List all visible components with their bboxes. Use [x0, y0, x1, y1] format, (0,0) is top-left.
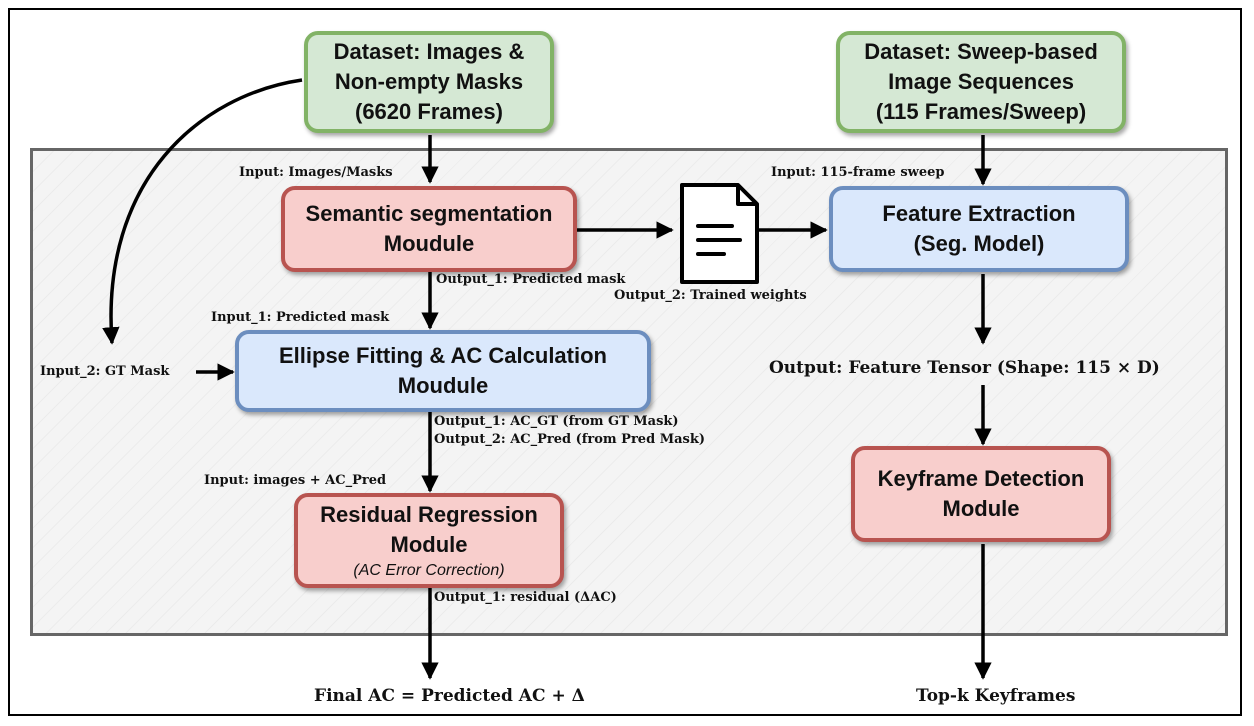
label-residual-input: Input: images + AC_Pred — [204, 473, 387, 488]
label-seg-output-1: Output_1: Predicted mask — [436, 272, 626, 287]
box-subtitle: (AC Error Correction) — [353, 561, 505, 579]
label-seg-output-2: Output_2: Trained weights — [614, 288, 807, 303]
box-line: Semantic segmentation — [305, 201, 553, 226]
label-ellipse-output-2: Output_2: AC_Pred (from Pred Mask) — [434, 432, 705, 447]
box-line: (Seg. Model) — [913, 231, 1045, 256]
box-line: Non-empty Masks — [334, 69, 524, 94]
label-final-ac: Final AC = Predicted AC + Δ — [314, 686, 585, 706]
label-ellipse-input-1: Input_1: Predicted mask — [211, 310, 390, 325]
box-line: Moudule — [397, 373, 489, 398]
label-top-k: Top-k Keyframes — [916, 686, 1076, 706]
box-line: Residual Regression — [320, 501, 538, 527]
box-line: Moudule — [383, 231, 475, 256]
ellipse-module-box: Ellipse Fitting & AC Calculation Moudule — [235, 330, 651, 412]
box-line: Dataset: Images & — [333, 39, 525, 64]
label-residual-output: Output_1: residual (ΔAC) — [434, 590, 617, 605]
box-line: Module — [942, 496, 1020, 521]
label-ellipse-input-2: Input_2: GT Mask — [40, 364, 170, 379]
label-input-sweep: Input: 115-frame sweep — [771, 165, 945, 180]
label-input-images-masks: Input: Images/Masks — [239, 165, 393, 180]
feature-extraction-box: Feature Extraction (Seg. Model) — [829, 186, 1129, 272]
residual-module-box: Residual Regression Module (AC Error Cor… — [294, 493, 564, 588]
box-line: Dataset: Sweep-based — [864, 39, 1098, 64]
box-line: (115 Frames/Sweep) — [875, 99, 1087, 124]
box-line: Module — [390, 531, 468, 557]
dataset-sweep-box: Dataset: Sweep-based Image Sequences (11… — [836, 31, 1126, 133]
segmentation-module-box: Semantic segmentation Moudule — [281, 186, 577, 272]
keyframe-module-box: Keyframe Detection Module — [851, 446, 1111, 542]
box-line: Image Sequences — [888, 69, 1074, 94]
document-icon — [680, 183, 759, 284]
arrow-dataset-to-ellipse-curve — [102, 78, 303, 345]
box-line: Feature Extraction — [882, 201, 1076, 226]
label-feature-output: Output: Feature Tensor (Shape: 115 × D) — [769, 358, 1160, 378]
box-line: Ellipse Fitting & AC Calculation — [279, 343, 607, 368]
box-line: Keyframe Detection — [877, 466, 1085, 491]
dataset-images-box: Dataset: Images & Non-empty Masks (6620 … — [304, 31, 554, 133]
box-line: (6620 Frames) — [355, 99, 503, 124]
label-ellipse-output-1: Output_1: AC_GT (from GT Mask) — [434, 414, 679, 429]
